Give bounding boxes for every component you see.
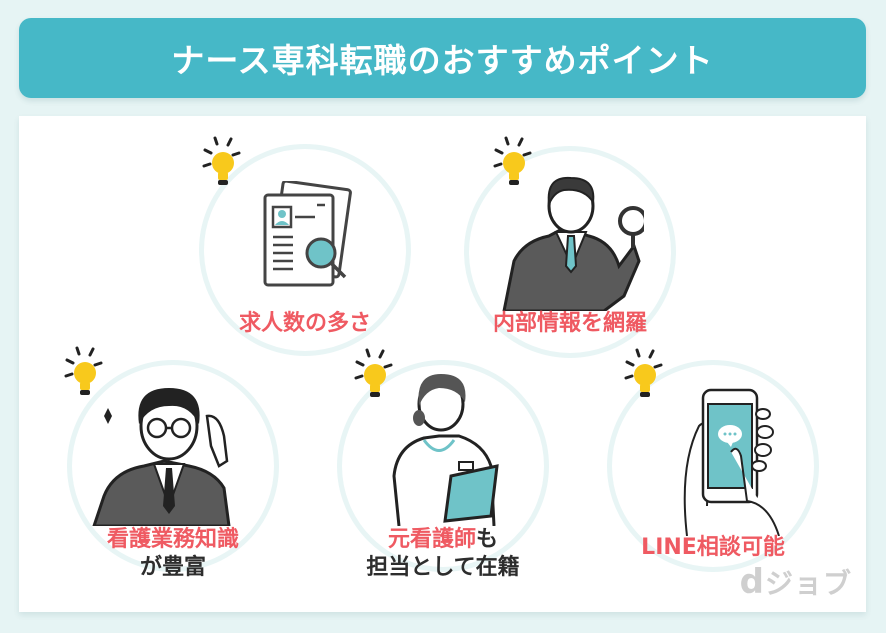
lightbulb-icon	[64, 346, 103, 395]
point-job-count: 求人数の多さ	[199, 136, 419, 356]
point-label-suffix: も	[476, 527, 499, 552]
point-label-line1: 元看護師も	[329, 526, 557, 554]
point-nursing-knowledge: 看護業務知識 が豊富	[59, 346, 289, 596]
title-banner: ナース専科転職のおすすめポイント	[19, 18, 866, 98]
circle-frame	[67, 360, 279, 572]
lightbulb-icon	[624, 348, 663, 397]
point-label-highlight: 看護業務知識	[106, 527, 239, 552]
circle-frame	[607, 360, 819, 572]
lightbulb-icon	[354, 348, 393, 397]
job-documents-magnifier-icon	[263, 181, 352, 287]
lightbulb-icon	[493, 136, 532, 185]
circle-frame	[199, 144, 411, 356]
circle-frame	[337, 360, 549, 572]
point-label: LINE相談可能	[641, 535, 785, 560]
point-label-highlight: 元看護師	[387, 527, 476, 552]
logo-d: d	[739, 562, 765, 602]
lightbulb-icon	[202, 136, 241, 185]
point-label-rest: 担当として在籍	[366, 555, 520, 580]
point-label: 求人数の多さ	[238, 311, 371, 336]
point-label-rest: が豊富	[139, 555, 206, 580]
smartphone-chat-icon	[683, 388, 780, 536]
point-label: 内部情報を網羅	[492, 311, 647, 336]
nurse-clipboard-icon	[392, 374, 499, 526]
points-panel: 求人数の多さ 内部情報を網羅	[19, 116, 866, 612]
page-title: ナース専科転職のおすすめポイント	[171, 41, 714, 80]
point-line-consult: LINE相談可能	[599, 346, 829, 596]
man-with-glasses-icon	[92, 388, 231, 526]
djob-watermark-logo: dジョブ	[740, 562, 852, 602]
circle-frame	[464, 146, 676, 358]
logo-text: ジョブ	[764, 567, 852, 600]
point-former-nurses: 元看護師も 担当として在籍	[329, 346, 569, 596]
businessman-magnifier-icon	[502, 176, 644, 311]
point-insider-info: 内部情報を網羅	[464, 136, 694, 358]
